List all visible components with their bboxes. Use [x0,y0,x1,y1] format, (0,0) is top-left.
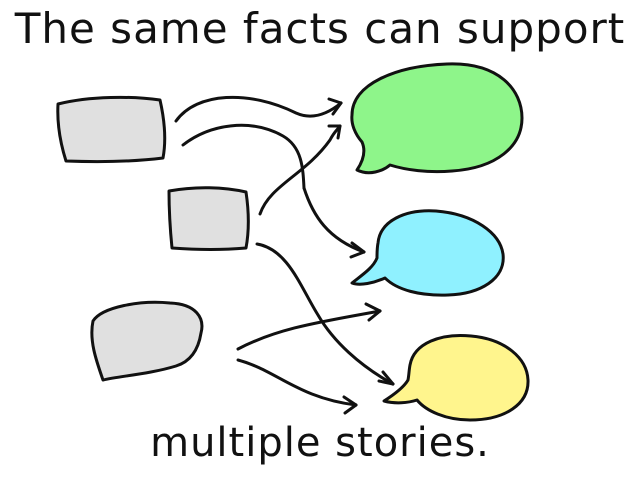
story-bubble-cyan [350,209,505,297]
arrow-fact1-green-1 [174,95,343,123]
arrow-fact1-green-1-head-b [331,101,343,116]
arrow-fact3-yellow-head-a [342,395,358,407]
fact-box-1 [56,95,167,164]
arrow-fact1-cyan-1 [181,123,306,190]
arrow-fact2-yellow [255,242,395,386]
arrow-fact3-cyan [236,309,382,351]
fact-box-3 [90,300,204,382]
arrow-fact3-yellow [236,358,358,407]
arrow-fact3-yellow-head-b [343,403,358,415]
arrow-fact1-cyan-2 [302,186,366,254]
arrow-fact2-green-head-b [336,124,342,140]
headline-text: The same facts can support [14,4,626,53]
story-bubble-green [350,62,524,175]
arrow-fact1-green-1-head-a [327,97,343,105]
arrow-fact3-cyan-head-a [364,302,382,313]
story-bubble-yellow [382,333,530,422]
arrow-fact2-yellow-head-b [381,370,395,386]
fact-box-2 [167,186,250,251]
footer-text: multiple stories. [150,420,490,466]
arrow-fact1-cyan-head-b [349,250,366,259]
arrow-fact3-cyan-head-b [367,309,382,322]
arrow-fact2-green [258,124,342,216]
arrow-fact1-cyan-head-a [350,241,366,254]
